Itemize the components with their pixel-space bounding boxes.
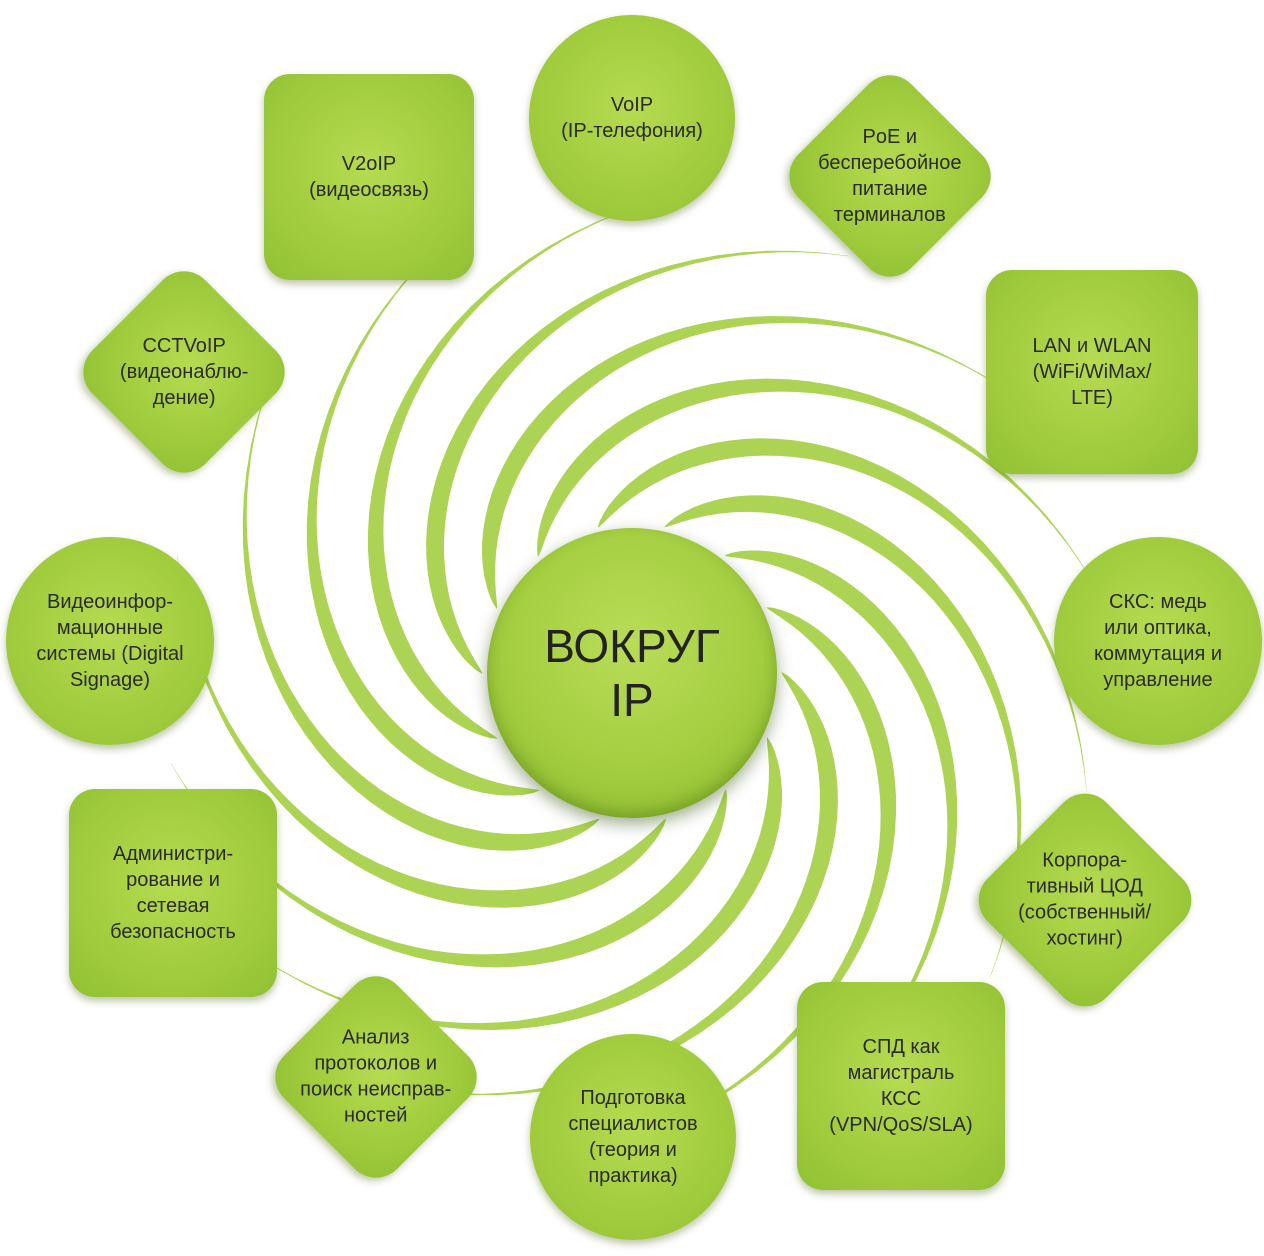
center-circle: ВОКРУГ IP <box>487 528 777 818</box>
node-training-label: Подготовка специалистов (теория и практи… <box>568 1087 698 1187</box>
node-voip: VoIP (IP-телефония) <box>529 15 735 221</box>
node-analysis-label: Анализ протоколов и поиск неисправ- ност… <box>300 1026 452 1127</box>
node-spd-label: СПД как магистраль КСС (VPN/QoS/SLA) <box>829 1036 973 1136</box>
node-training: Подготовка специалистов (теория и практи… <box>530 1034 736 1240</box>
node-cod-label: Корпора- тивный ЦОД (собственный/ хостин… <box>1018 850 1152 950</box>
node-spd: СПД как магистраль КСС (VPN/QoS/SLA) <box>797 982 1005 1190</box>
node-v2oip: V2oIP (видеосвязь) <box>264 74 474 280</box>
node-cctv-label: CCTVoIP (видеонаблю- дение) <box>119 335 249 409</box>
node-lan: LAN и WLAN (WiFi/WiMax/ LTE) <box>986 270 1198 474</box>
swirl-arm <box>597 438 1087 793</box>
node-sks: СКС: медь или оптика, коммутация и управ… <box>1054 537 1262 745</box>
node-sks-label: СКС: медь или оптика, коммутация и управ… <box>1093 591 1223 691</box>
swirl-arm <box>177 553 667 908</box>
node-voip-label: VoIP (IP-телефония) <box>561 94 703 142</box>
node-lan-label: LAN и WLAN (WiFi/WiMax/ LTE) <box>1032 335 1152 409</box>
node-poe-label: PoE и бесперебойное питание терминалов <box>818 126 962 226</box>
node-admin: Администри- рование и сетевая безопаснос… <box>69 789 277 997</box>
node-admin-label: Администри- рование и сетевая безопаснос… <box>110 843 236 943</box>
node-v2oip-label: V2oIP (видеосвязь) <box>309 153 429 201</box>
node-signage: Видеоинфор- мационные системы (Digital S… <box>6 537 214 745</box>
node-signage-label: Видеоинфор- мационные системы (Digital S… <box>36 591 184 691</box>
center-title: ВОКРУГ IP <box>544 620 720 726</box>
